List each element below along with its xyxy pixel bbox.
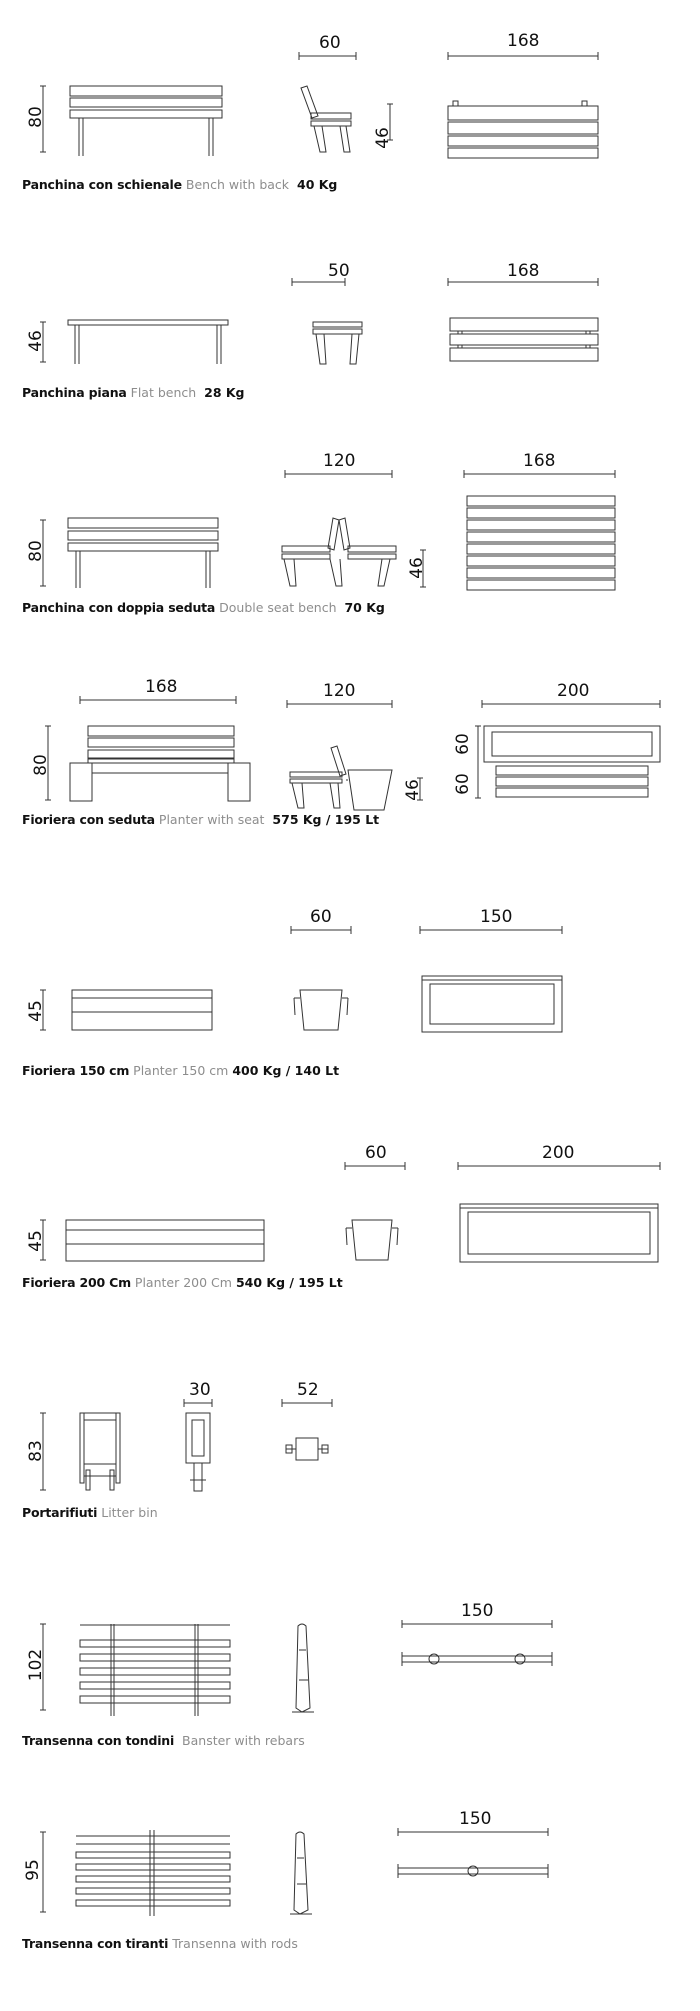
item-banister-rebars: 150 102 Transenna con tondini Banster wi… xyxy=(0,1570,700,1780)
dim-height: 102 xyxy=(26,1648,47,1682)
dim-height: 80 xyxy=(25,540,46,562)
item-planter-150: 60 150 45 Fioriera 150 cm Planter 150 cm… xyxy=(0,880,700,1100)
dim-length: 168 xyxy=(145,677,178,697)
item-transenna-rods: 150 95 Transenna con tiranti Transenna w… xyxy=(0,1780,700,2011)
dim-depth: 50 xyxy=(328,261,350,281)
dim-seat-height: 46 xyxy=(372,127,393,149)
litter-bin-drawings xyxy=(0,1330,700,1570)
dim-depth: 120 xyxy=(323,451,356,471)
dim-height: 45 xyxy=(25,1000,46,1022)
dim-height: 80 xyxy=(25,106,46,128)
caption: Panchina con schienale Bench with back 4… xyxy=(22,177,338,192)
caption: Portarifiuti Litter bin xyxy=(22,1505,158,1520)
double-seat-bench-drawings xyxy=(0,440,700,670)
dim-planter-depth-b: 60 xyxy=(452,773,473,795)
dim-depth: 30 xyxy=(189,1380,211,1400)
dim-length: 168 xyxy=(507,31,540,51)
caption: Fioriera 150 cm Planter 150 cm 400 Kg / … xyxy=(22,1063,340,1078)
caption: Fioriera con seduta Planter with seat 57… xyxy=(22,812,380,827)
planter-with-seat-drawings xyxy=(0,670,700,880)
item-flat-bench: 46 50 168 Panchina piana Flat bench 28 K… xyxy=(0,230,700,440)
dim-planter-depth-a: 60 xyxy=(452,733,473,755)
dim-seat-height: 46 xyxy=(406,557,427,579)
item-bench-with-back: 80 60 168 46 Panchina con schienale Benc… xyxy=(0,0,700,230)
dim-seat-height: 46 xyxy=(402,779,423,801)
dim-depth: 120 xyxy=(323,681,356,701)
item-planter-200: 60 200 45 Fioriera 200 Cm Planter 200 Cm… xyxy=(0,1100,700,1330)
flat-bench-drawings xyxy=(0,230,700,440)
dim-height: 46 xyxy=(25,330,46,352)
dim-depth: 60 xyxy=(319,33,341,53)
caption: Fioriera 200 Cm Planter 200 Cm 540 Kg / … xyxy=(22,1275,343,1290)
caption: Transenna con tiranti Transenna with rod… xyxy=(22,1936,298,1951)
item-double-seat-bench: 120 168 80 46 Panchina con doppia seduta… xyxy=(0,440,700,670)
item-planter-with-seat: 168 120 200 80 46 60 60 Fioriera con sed… xyxy=(0,670,700,880)
transenna-rods-drawings xyxy=(0,1780,700,2011)
bench-with-back-drawings xyxy=(0,0,700,230)
dim-length: 150 xyxy=(480,907,513,927)
dim-height: 83 xyxy=(25,1440,46,1462)
dim-height: 80 xyxy=(30,754,51,776)
dim-length: 200 xyxy=(542,1143,575,1163)
dim-height: 45 xyxy=(25,1230,46,1252)
item-litter-bin: 30 52 83 Portarifiuti Litter bin xyxy=(0,1330,700,1570)
banister-rebars-drawings xyxy=(0,1570,700,1780)
dim-length: 150 xyxy=(461,1601,494,1621)
dim-total-width: 200 xyxy=(557,681,590,701)
dim-width: 52 xyxy=(297,1380,319,1400)
dim-height: 95 xyxy=(22,1859,43,1881)
caption: Panchina con doppia seduta Double seat b… xyxy=(22,600,385,615)
dim-length: 168 xyxy=(523,451,556,471)
caption: Panchina piana Flat bench 28 Kg xyxy=(22,385,245,400)
dim-depth: 60 xyxy=(310,907,332,927)
dim-length: 168 xyxy=(507,261,540,281)
planter-200-drawings xyxy=(0,1100,700,1330)
dim-depth: 60 xyxy=(365,1143,387,1163)
planter-150-drawings xyxy=(0,880,700,1100)
dim-length: 150 xyxy=(459,1809,492,1829)
caption: Transenna con tondini Banster with rebar… xyxy=(22,1733,305,1748)
